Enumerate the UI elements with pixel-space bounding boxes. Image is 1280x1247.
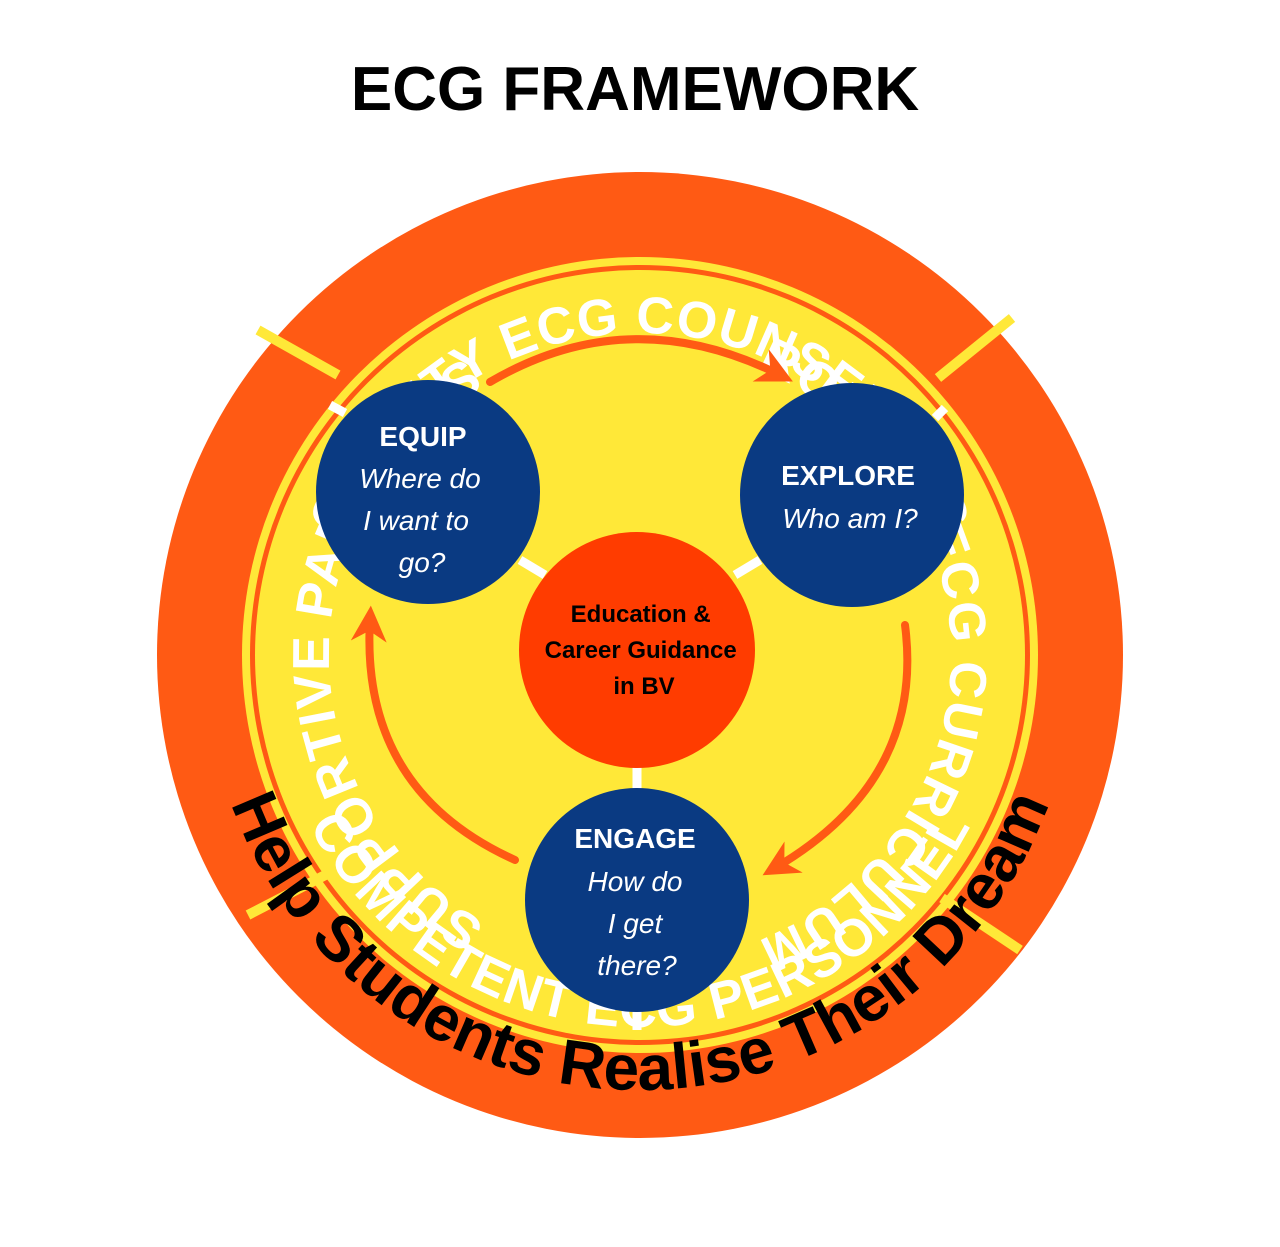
node-equip-line-3: go? — [399, 547, 446, 578]
node-engage-line-3: there? — [597, 950, 677, 981]
node-engage-line-1: How do — [588, 866, 683, 897]
node-engage-text: ENGAGE How do I get there? — [574, 823, 699, 981]
node-explore-text: EXPLORE Who am I? — [781, 460, 919, 534]
center-label: Education & Career Guidance in BV — [545, 601, 744, 700]
node-explore: EXPLORE Who am I? — [740, 383, 964, 607]
ring-dividers — [245, 314, 1023, 955]
node-explore-line-1: Who am I? — [782, 503, 918, 534]
node-engage: ENGAGE How do I get there? — [525, 788, 749, 1012]
center-line-1: Education & — [571, 601, 711, 628]
node-engage-circle — [525, 788, 749, 1012]
connector-equip-center — [517, 556, 548, 579]
arrow-explore-to-engage — [762, 621, 912, 876]
node-equip-line-1: Where do — [359, 463, 480, 494]
connector-explore-center — [732, 556, 763, 579]
node-explore-title: EXPLORE — [781, 460, 915, 491]
center-line-3: in BV — [613, 673, 674, 700]
node-engage-title: ENGAGE — [574, 823, 695, 854]
center-circle — [519, 532, 755, 768]
arrow-engage-to-equip — [350, 605, 519, 864]
divider-top-right — [934, 314, 1016, 382]
node-equip: EQUIP Where do I want to go? — [316, 380, 540, 604]
node-explore-circle — [740, 383, 964, 607]
divider-bottom-right — [939, 893, 1023, 955]
divider-top-left — [255, 325, 341, 380]
arrow-equip-to-explore — [486, 335, 793, 386]
center-line-2: Career Guidance — [545, 637, 737, 664]
connector-explore-ring — [931, 404, 949, 422]
node-engage-line-2: I get — [608, 908, 664, 939]
cycle-arrows — [350, 335, 912, 876]
node-equip-line-2: I want to — [363, 505, 469, 536]
connectors — [327, 401, 949, 1030]
connector-equip-ring — [327, 401, 348, 417]
node-equip-circle — [316, 380, 540, 604]
divider-bottom-left — [245, 865, 338, 920]
page-title: ECG FRAMEWORK — [351, 55, 920, 124]
node-equip-title: EQUIP — [379, 421, 466, 452]
node-equip-text: EQUIP Where do I want to go? — [359, 421, 484, 578]
